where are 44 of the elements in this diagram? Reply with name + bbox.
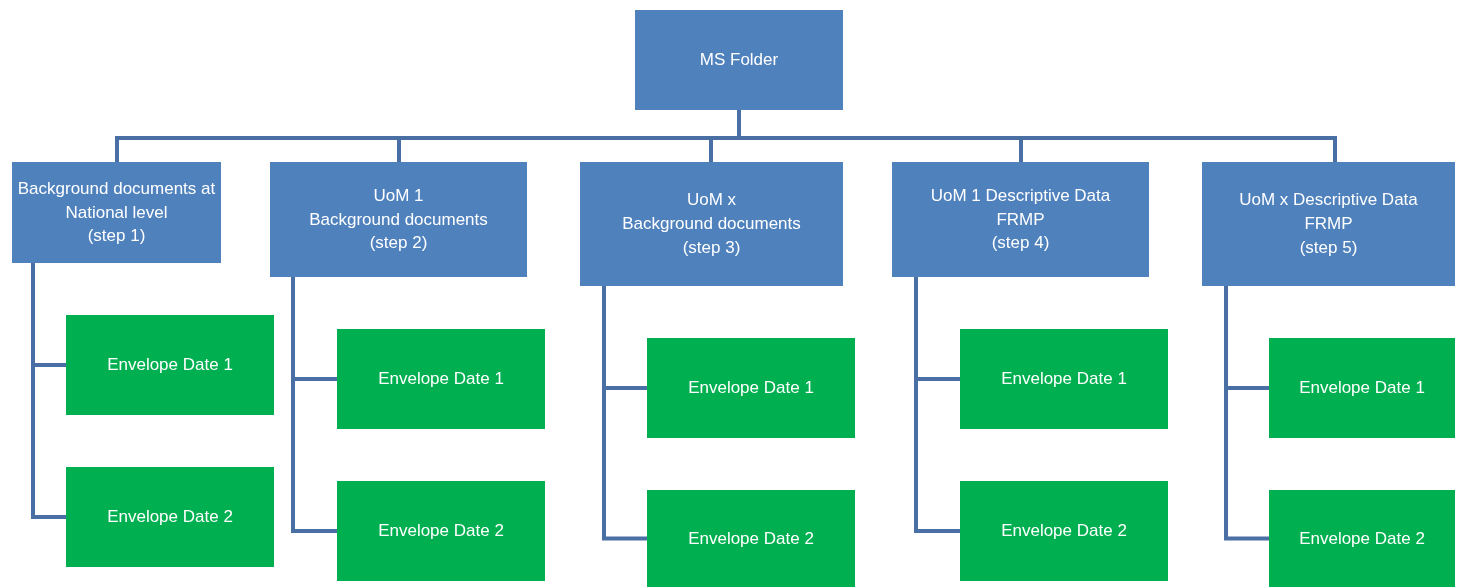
box-label: Background documents <box>622 213 801 236</box>
envelope-box <box>960 329 1168 429</box>
envelope-box <box>337 481 545 581</box>
box-label: Envelope Date 1 <box>107 354 233 377</box>
envelope-box <box>960 481 1168 581</box>
box-label: Envelope Date 1 <box>688 377 814 400</box>
envelope-box <box>66 467 274 567</box>
connector-line <box>602 286 647 541</box>
envelope-box <box>1269 338 1455 438</box>
box-label: (step 2) <box>369 232 428 255</box>
connector-line <box>1224 286 1269 541</box>
box-label: UoM 1 Descriptive Data <box>930 184 1111 207</box>
envelope-box <box>647 338 855 438</box>
box-label: UoM 1 <box>373 184 424 207</box>
box-label: Envelope Date 1 <box>378 368 504 391</box>
box-label: (step 3) <box>682 236 741 259</box>
connector-line <box>31 263 66 519</box>
box-label: (step 4) <box>991 232 1050 255</box>
folder-box <box>580 162 843 286</box>
folder-box <box>12 162 221 263</box>
box-label: Envelope Date 2 <box>688 527 814 550</box>
box-label: Envelope Date 2 <box>1299 527 1425 550</box>
box-label: Envelope Date 1 <box>1299 377 1425 400</box>
envelope-box <box>647 490 855 587</box>
box-label: UoM x Descriptive Data <box>1239 189 1418 212</box>
box-label: Envelope Date 2 <box>378 520 504 543</box>
envelope-box <box>1269 490 1455 587</box>
box-label: FRMP <box>1304 213 1353 236</box>
folder-box <box>270 162 527 277</box>
envelope-box <box>66 315 274 415</box>
box-label: Envelope Date 2 <box>107 506 233 529</box>
folder-box <box>1202 162 1455 286</box>
folder-box <box>635 10 843 110</box>
box-label: Background documents <box>309 208 488 231</box>
envelope-box <box>337 329 545 429</box>
box-label: Envelope Date 2 <box>1001 520 1127 543</box>
box-label: MS Folder <box>699 49 779 72</box>
box-label: (step 5) <box>1299 236 1358 259</box>
box-label: FRMP <box>996 208 1045 231</box>
box-label: UoM x <box>686 189 737 212</box>
box-label: Background documents at National level <box>16 177 217 224</box>
box-label: Envelope Date 1 <box>1001 368 1127 391</box>
folder-box <box>892 162 1149 277</box>
box-label: (step 1) <box>87 225 146 248</box>
